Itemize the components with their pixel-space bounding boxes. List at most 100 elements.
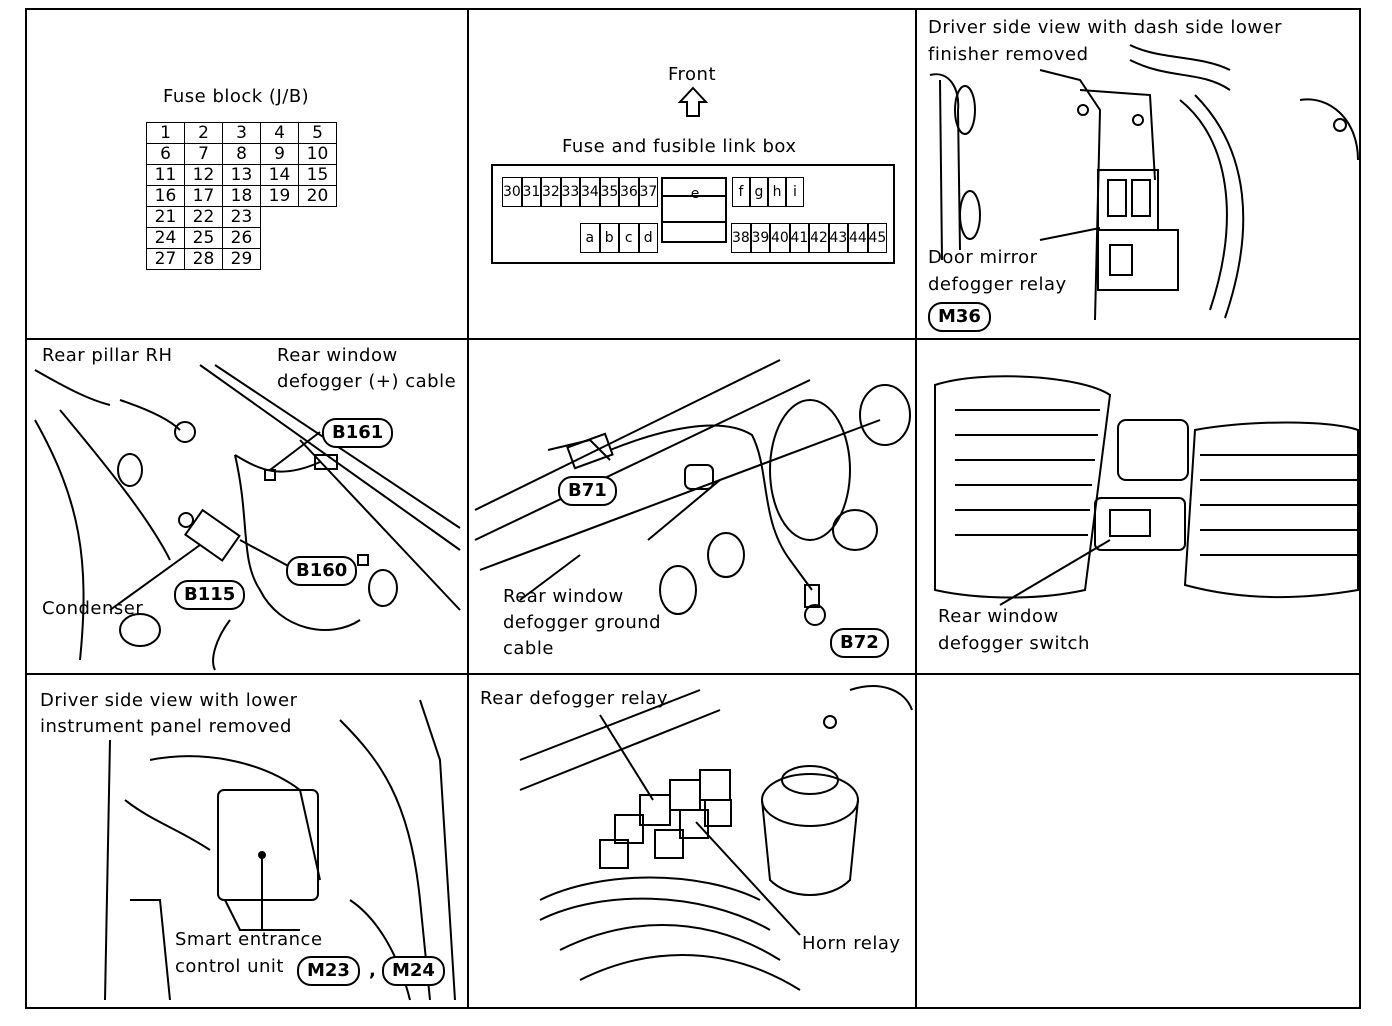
fuse-cell: 22 bbox=[184, 206, 223, 228]
fuse-box-cell: 39 bbox=[750, 223, 770, 253]
connector-b72: B72 bbox=[830, 628, 889, 658]
fuse-cell: 21 bbox=[146, 206, 185, 228]
fuse-cell: 6 bbox=[146, 143, 185, 165]
fuse-cell: 1 bbox=[146, 122, 185, 144]
fuse-box-outline bbox=[491, 164, 895, 264]
fuse-box-title: Fuse and fusible link box bbox=[562, 136, 797, 157]
fuse-box-cell: 41 bbox=[789, 223, 809, 253]
defogger-cable-line1: Rear window bbox=[277, 345, 398, 366]
fuse-box-cell: a bbox=[580, 223, 600, 253]
fuse-cell: 4 bbox=[260, 122, 299, 144]
instrument-panel-title-line1: Driver side view with lower bbox=[40, 690, 298, 711]
fuse-cell: 2 bbox=[184, 122, 223, 144]
fuse-box-cell: 35 bbox=[599, 177, 619, 207]
fuse-cell: 15 bbox=[298, 164, 337, 186]
fuse-box-cell: 33 bbox=[560, 177, 580, 207]
fuse-box-cell: 43 bbox=[828, 223, 848, 253]
condenser-label: Condenser bbox=[42, 598, 144, 619]
front-label: Front bbox=[668, 64, 717, 85]
door-mirror-relay-line2: defogger relay bbox=[928, 274, 1067, 295]
fuse-cell: 26 bbox=[222, 227, 261, 249]
fuse-cell: 17 bbox=[184, 185, 223, 207]
fuse-cell: 25 bbox=[184, 227, 223, 249]
defogger-switch-line2: defogger switch bbox=[938, 633, 1090, 654]
fuse-cell: 29 bbox=[222, 248, 261, 270]
fuse-box-cell: b bbox=[599, 223, 619, 253]
fuse-box-cell: 38 bbox=[731, 223, 751, 253]
fuse-cell: 23 bbox=[222, 206, 261, 228]
fuse-box-cell: 34 bbox=[580, 177, 600, 207]
fuse-cell: 19 bbox=[260, 185, 299, 207]
dash-side-title-line1: Driver side view with dash side lower bbox=[928, 17, 1283, 38]
fuse-box-cell: 31 bbox=[521, 177, 541, 207]
fuse-cell: 12 bbox=[184, 164, 223, 186]
fuse-cell: 7 bbox=[184, 143, 223, 165]
ground-cable-line2: defogger ground bbox=[503, 612, 662, 633]
fuse-cell: 18 bbox=[222, 185, 261, 207]
dash-side-title-line2: finisher removed bbox=[928, 44, 1089, 65]
connector-b71: B71 bbox=[558, 476, 617, 506]
connector-b160: B160 bbox=[286, 556, 358, 586]
connector-b115: B115 bbox=[174, 580, 246, 610]
ground-cable-drawing bbox=[474, 359, 911, 626]
fuse-cell: 10 bbox=[298, 143, 337, 165]
rear-pillar-drawing bbox=[34, 364, 461, 671]
fuse-cell: 27 bbox=[146, 248, 185, 270]
fuse-box-cell: 42 bbox=[809, 223, 829, 253]
fuse-cell: 14 bbox=[260, 164, 299, 186]
fuse-box-cell: 36 bbox=[619, 177, 639, 207]
fuse-box-cell: 40 bbox=[770, 223, 790, 253]
instrument-panel-title-line2: instrument panel removed bbox=[40, 716, 292, 737]
fuse-box-cell: i bbox=[786, 177, 804, 207]
fuse-box-cell: f bbox=[732, 177, 750, 207]
front-arrow-icon bbox=[677, 86, 709, 117]
fuse-cell: 16 bbox=[146, 185, 185, 207]
ground-cable-line1: Rear window bbox=[503, 586, 624, 607]
dash-vents-drawing bbox=[934, 375, 1359, 606]
fuse-box-cell: d bbox=[638, 223, 658, 253]
fuse-cell: 9 bbox=[260, 143, 299, 165]
fuse-box-cell-e: e bbox=[690, 186, 700, 202]
fuse-cell: 20 bbox=[298, 185, 337, 207]
fuse-box-cell: c bbox=[619, 223, 639, 253]
fuse-box-cell: 37 bbox=[638, 177, 658, 207]
fuse-cell: 5 bbox=[298, 122, 337, 144]
fuse-block-title: Fuse block (J/B) bbox=[163, 86, 310, 107]
connector-m36: M36 bbox=[928, 302, 991, 332]
door-mirror-relay-line1: Door mirror bbox=[928, 247, 1038, 268]
connector-separator: , bbox=[369, 960, 377, 981]
fuse-box-cell: 30 bbox=[502, 177, 522, 207]
connector-b161: B161 bbox=[322, 418, 394, 448]
fuse-cell: 13 bbox=[222, 164, 261, 186]
horn-relay-label: Horn relay bbox=[802, 933, 901, 954]
rear-defogger-relay-label: Rear defogger relay bbox=[480, 688, 669, 709]
fuse-box-cell: g bbox=[750, 177, 768, 207]
defogger-switch-button bbox=[1109, 509, 1151, 537]
dash-side-drawing bbox=[929, 44, 1359, 321]
defogger-cable-line2: defogger (+) cable bbox=[277, 371, 457, 392]
engine-bay-drawing bbox=[519, 685, 913, 991]
fuse-cell: 3 bbox=[222, 122, 261, 144]
rear-pillar-label: Rear pillar RH bbox=[42, 345, 173, 366]
instrument-panel-drawing bbox=[104, 699, 456, 1001]
fuse-cell: 28 bbox=[184, 248, 223, 270]
connector-m23: M23 bbox=[297, 956, 360, 986]
fuse-box-cell: 44 bbox=[848, 223, 868, 253]
fuse-cell: 8 bbox=[222, 143, 261, 165]
connector-m24: M24 bbox=[382, 956, 445, 986]
fuse-cell: 11 bbox=[146, 164, 185, 186]
smart-entrance-line1: Smart entrance bbox=[175, 929, 323, 950]
outer-border bbox=[25, 8, 1361, 1009]
fuse-box-cell: h bbox=[768, 177, 786, 207]
defogger-switch-line1: Rear window bbox=[938, 606, 1059, 627]
ground-cable-line3: cable bbox=[503, 638, 554, 659]
fuse-cell: 24 bbox=[146, 227, 185, 249]
fuse-box-cell: 45 bbox=[867, 223, 887, 253]
smart-entrance-line2: control unit bbox=[175, 956, 284, 977]
